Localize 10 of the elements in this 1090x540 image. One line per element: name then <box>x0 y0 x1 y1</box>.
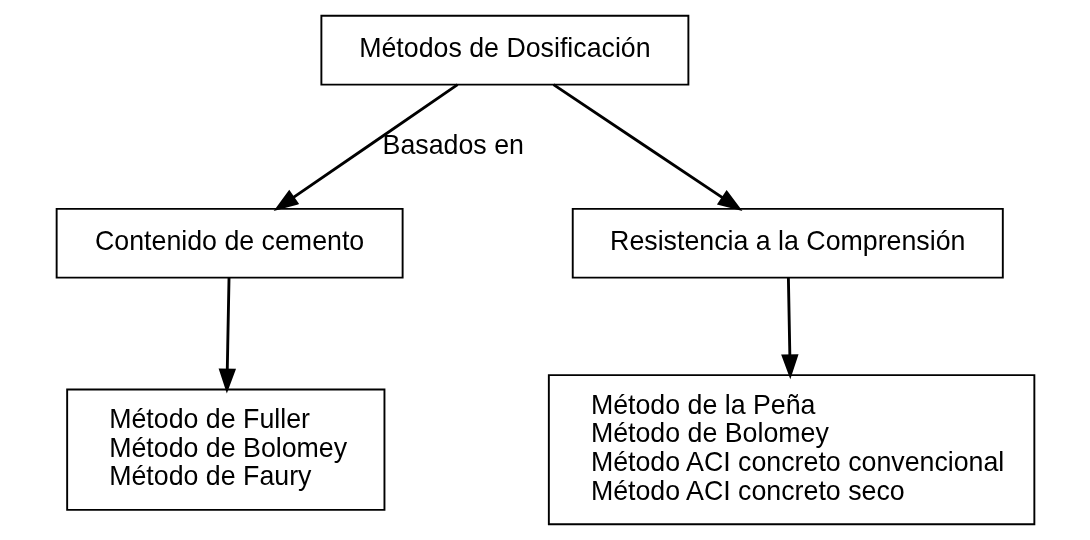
node-box: Contenido de cemento <box>55 207 404 279</box>
arrow <box>273 83 458 212</box>
node-box: Método de Fuller Método de Bolomey Método de Faury <box>65 388 385 511</box>
arrow <box>780 277 799 380</box>
arrow <box>552 83 742 211</box>
arrow <box>218 277 236 394</box>
node-box: Métodos de Dosificación <box>319 14 689 86</box>
edge-label: Basados en <box>382 129 524 160</box>
node-box: Método de la Peña Método de Bolomey Método ACI concreto convencional Método ACI concreto seco <box>547 374 1035 526</box>
node-box: Resistencia a la Comprensión <box>571 207 1004 279</box>
